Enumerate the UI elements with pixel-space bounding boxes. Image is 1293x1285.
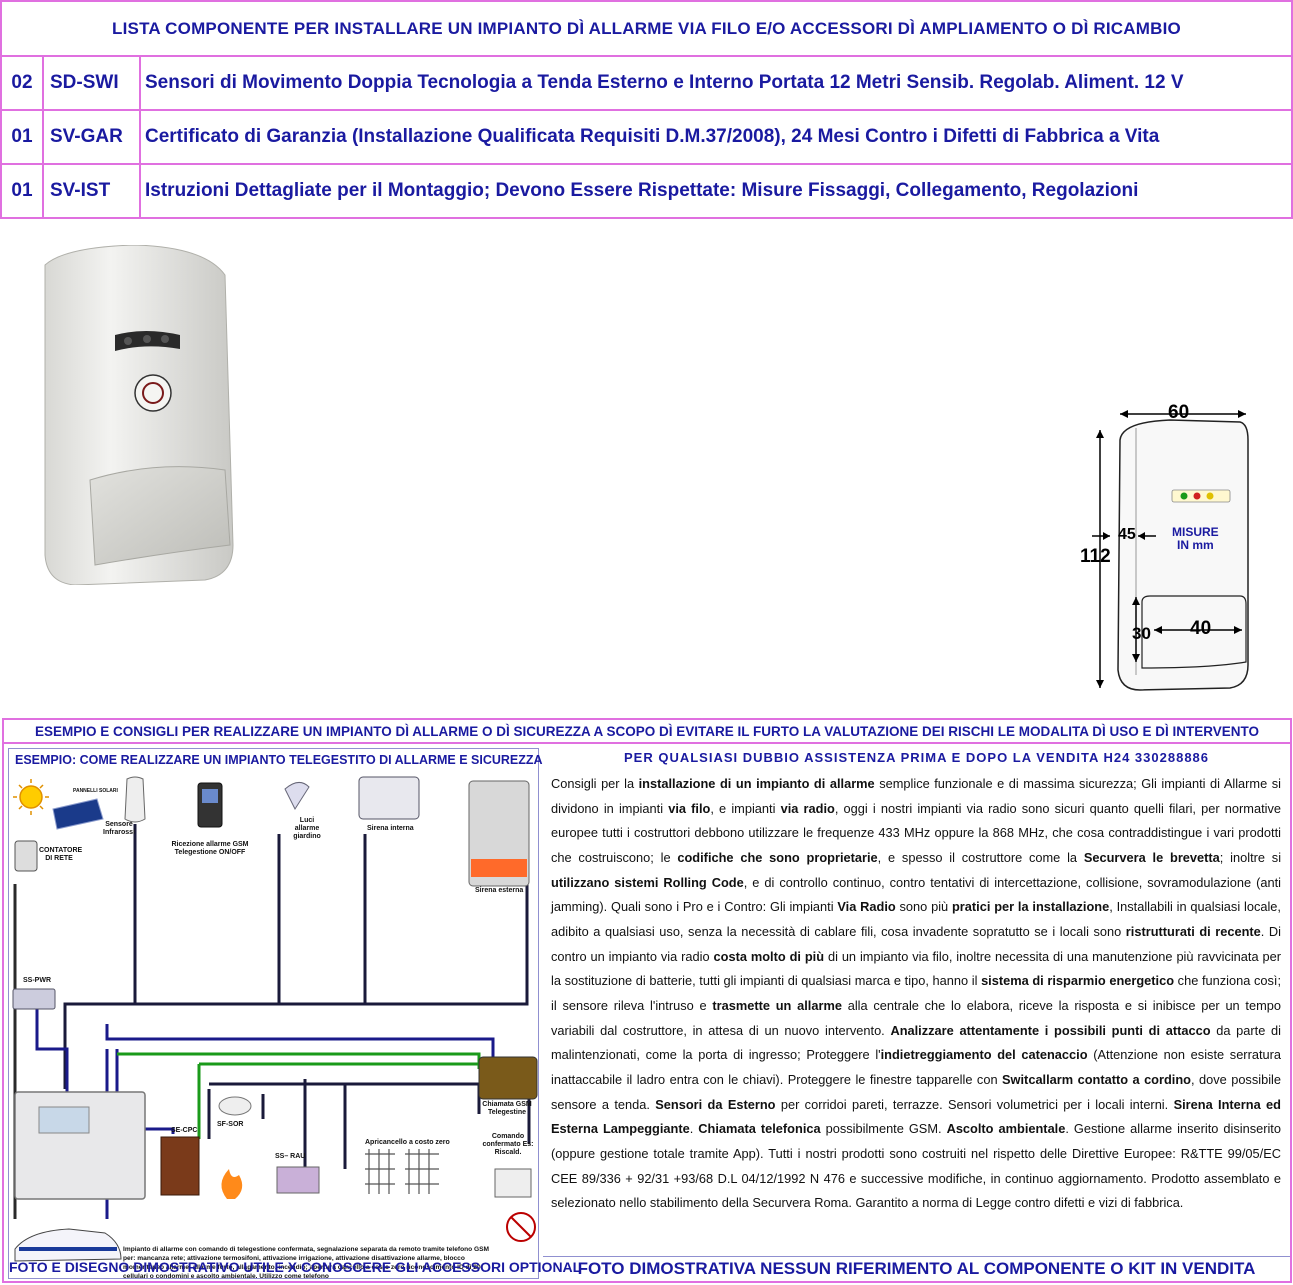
dim-depth-label: 45 <box>1118 526 1136 543</box>
heating-command-label: Comando confermato Es: Riscald. <box>482 1133 534 1156</box>
door-contact-label: SE-CPC <box>171 1127 198 1134</box>
outdoor-siren-label: Sirena esterna <box>475 887 524 894</box>
flame-icon <box>221 1169 243 1199</box>
smoke-detector-label: SF-SOR <box>217 1121 244 1128</box>
dim-height-label: 112 <box>1080 546 1111 567</box>
section-header: ESEMPIO E CONSIGLI PER REALIZZARE UN IMP… <box>4 720 1290 744</box>
sun-icon <box>13 779 49 815</box>
row-desc: Istruzioni Dettagliate per il Montaggio;… <box>139 163 1293 219</box>
dim-window-height-label: 30 <box>1132 624 1151 643</box>
units-line-2: IN mm <box>1176 538 1214 552</box>
gsm-receiver-label: Ricezione allarme GSM Telegestione ON/OF… <box>171 841 249 856</box>
diagram-footer: FOTO E DISEGNO DIMOSTRATIVO UTILE X CONO… <box>9 1259 582 1275</box>
row-qty: 01 <box>0 109 44 165</box>
support-title: PER QUALSIASI DUBBIO ASSISTENZA PRIMA E … <box>623 750 1210 765</box>
garden-light-icon <box>284 782 310 811</box>
row-qty: 02 <box>0 55 44 111</box>
power-supply-label: SS-PWR <box>23 977 51 984</box>
row-qty: 01 <box>0 163 44 219</box>
row-desc: Certificato di Garanzia (Installazione Q… <box>139 109 1293 165</box>
meter-label: CONTATORE DI RETE <box>39 847 83 862</box>
solar-panels-label: PANNELLI SOLARI <box>73 788 118 794</box>
flood-sensor-label: SS– RAU <box>275 1153 306 1160</box>
component-table: LISTA COMPONENTE PER INSTALLARE UN IMPIA… <box>0 0 1293 219</box>
garden-light-label: Luci allarme giardino <box>293 817 321 840</box>
table-row: 02 SD-SWI Sensori di Movimento Doppia Te… <box>0 55 1293 111</box>
solar-panel-icon <box>52 798 104 830</box>
row-desc: Sensori di Movimento Doppia Tecnologia a… <box>139 55 1293 111</box>
door-contact-icon <box>160 1136 200 1196</box>
gate-label: Apricancello a costo zero <box>365 1139 450 1146</box>
diagram-title: ESEMPIO: COME REALIZZARE UN IMPIANTO TEL… <box>15 753 543 767</box>
power-supply-icon <box>12 988 56 1010</box>
dim-width-label: 60 <box>1168 402 1190 423</box>
advice-text: Consigli per la installazione di un impi… <box>551 776 1282 1211</box>
sensor-product-photo <box>44 245 234 585</box>
table-row: 01 SV-IST Istruzioni Dettagliate per il … <box>0 163 1293 219</box>
radiator-icon <box>494 1168 532 1198</box>
dimension-drawing: 60 112 45 40 30 MISURE IN mm <box>1070 400 1293 700</box>
indoor-siren-label: Sirena interna <box>367 825 414 832</box>
gsm-dialer-label: Chiamata GSM Telegestine <box>482 1101 532 1116</box>
ir-sensor-label: Sensore Infrarossi <box>103 821 135 836</box>
smoke-detector-icon <box>218 1096 252 1116</box>
gsm-dialer-icon <box>478 1056 538 1100</box>
gate-icon <box>365 1149 439 1194</box>
diagram-note: Impianto di allarme con comando di teleg… <box>123 1246 490 1280</box>
dimension-sketch <box>1092 410 1249 691</box>
flood-sensor-icon <box>276 1166 320 1194</box>
units-note: MISURE IN mm <box>1172 526 1219 552</box>
dim-window-width-label: 40 <box>1190 618 1212 639</box>
example-section: ESEMPIO E CONSIGLI PER REALIZZARE UN IMP… <box>2 718 1292 1283</box>
meter-icon <box>14 840 38 872</box>
table-row: 01 SV-GAR Certificato di Garanzia (Insta… <box>0 109 1293 165</box>
units-line-1: MISURE <box>1172 525 1219 539</box>
installation-diagram: ESEMPIO: COME REALIZZARE UN IMPIANTO TEL… <box>8 748 582 1280</box>
row-code: SV-IST <box>42 163 141 219</box>
advice-panel: PER QUALSIASI DUBBIO ASSISTENZA PRIMA E … <box>543 748 1290 1279</box>
row-code: SV-GAR <box>42 109 141 165</box>
police-car-icon <box>14 1228 122 1262</box>
wiring-diagram <box>12 776 538 1262</box>
indoor-siren-icon <box>358 776 420 820</box>
ir-sensor-icon <box>124 776 146 823</box>
table-title: LISTA COMPONENTE PER INSTALLARE UN IMPIA… <box>0 0 1293 57</box>
row-code: SD-SWI <box>42 55 141 111</box>
disclaimer-footer: FOTO DIMOSTRATIVA NESSUN RIFERIMENTO AL … <box>543 1256 1290 1280</box>
